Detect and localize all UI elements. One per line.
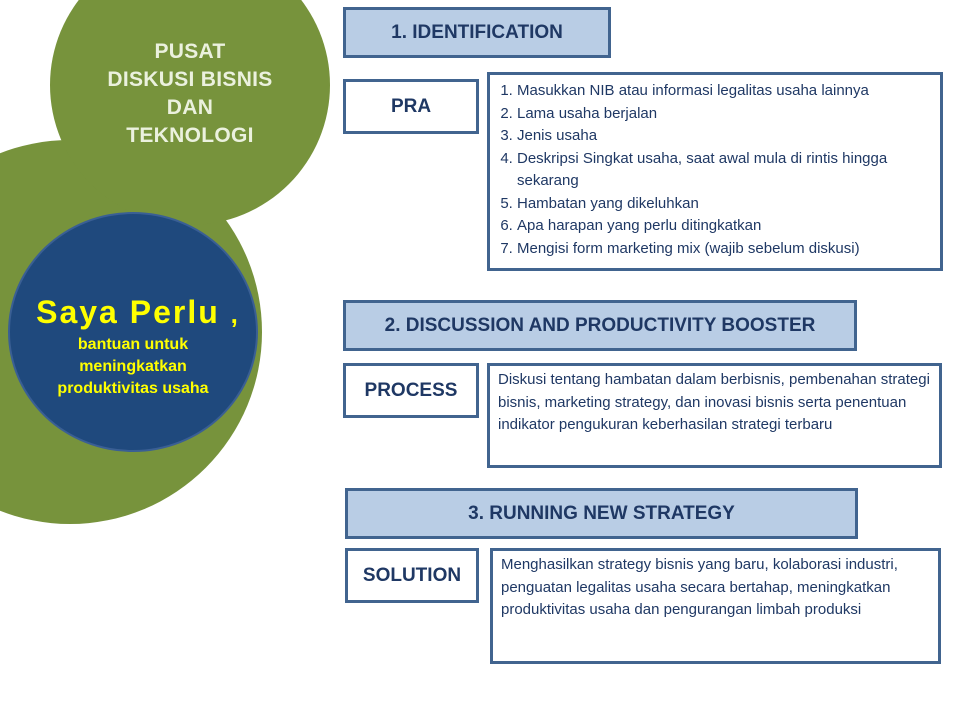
list-item: Mengisi form marketing mix (wajib sebelu… [517, 238, 932, 261]
need-subtitle-line: produktivitas usaha [57, 380, 209, 397]
list-item: Jenis usaha [517, 125, 932, 148]
step-1-label: PRA [343, 79, 479, 134]
need-statement: Saya Perlu , bantuan untuk meningkatkan … [8, 292, 258, 400]
green-circle-top [50, 0, 330, 225]
need-subtitle-line: bantuan untuk [77, 336, 189, 353]
org-title-line: DISKUSI BISNIS [107, 68, 273, 91]
step-3-label: SOLUTION [345, 548, 479, 603]
org-title-line: TEKNOLOGI [126, 124, 254, 147]
step-2-content: Diskusi tentang hambatan dalam berbisnis… [487, 363, 942, 468]
step-2-label: PROCESS [343, 363, 479, 418]
list-item: Hambatan yang dikeluhkan [517, 193, 932, 216]
list-item: Deskripsi Singkat usaha, saat awal mula … [517, 148, 932, 193]
need-subtitle-line: meningkatkan [79, 358, 187, 375]
list-item: Apa harapan yang perlu ditingkatkan [517, 215, 932, 238]
need-title-text: Saya Perlu [36, 294, 220, 330]
step-2-header: 2. DISCUSSION AND PRODUCTIVITY BOOSTER [343, 300, 857, 351]
need-title-comma: , [230, 299, 240, 329]
step-1-content: Masukkan NIB atau informasi legalitas us… [487, 72, 943, 271]
list-item: Lama usaha berjalan [517, 103, 932, 126]
step-3-content: Menghasilkan strategy bisnis yang baru, … [490, 548, 941, 664]
step-1-header: 1. IDENTIFICATION [343, 7, 611, 58]
org-title-line: PUSAT [154, 40, 226, 63]
need-title: Saya Perlu , [18, 292, 258, 334]
organization-title: PUSAT DISKUSI BISNIS DAN TEKNOLOGI [80, 38, 300, 150]
blue-circle [8, 212, 258, 452]
step-3-header: 3. RUNNING NEW STRATEGY [345, 488, 858, 539]
org-title-line: DAN [166, 96, 214, 119]
list-item: Masukkan NIB atau informasi legalitas us… [517, 80, 932, 103]
identification-list: Masukkan NIB atau informasi legalitas us… [498, 80, 932, 260]
